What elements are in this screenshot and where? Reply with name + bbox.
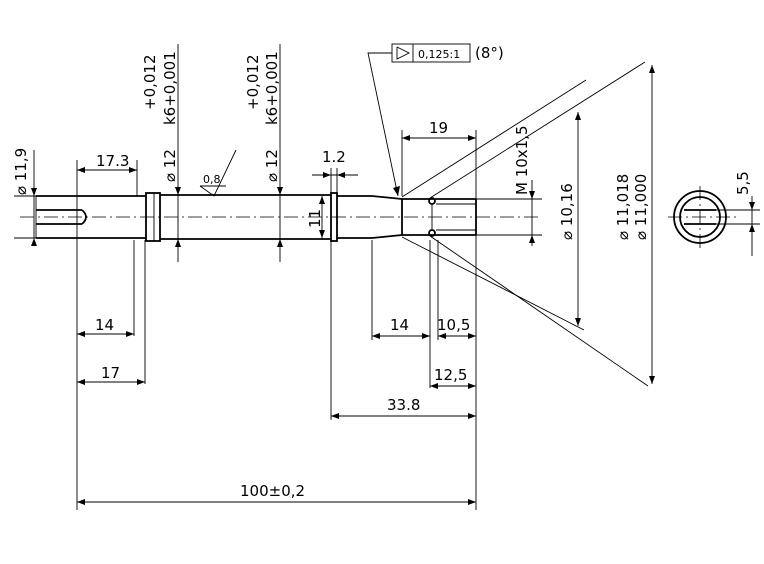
dim-33-8: 33.8	[387, 396, 420, 414]
taper-callout	[367, 43, 471, 197]
dim-17-3: 17.3	[96, 152, 129, 170]
dim-tol-b-upper: +0,012	[244, 54, 262, 110]
end-view	[668, 186, 760, 256]
dim-tol-a-dia: ⌀ 12	[161, 149, 179, 182]
dim-dia-upper: ⌀ 11,018	[614, 174, 632, 240]
dim-shaft-dia-left: ⌀ 11,9	[12, 148, 30, 195]
extension-lines	[14, 44, 649, 510]
dim-tol-a-fit: k6+0,001	[161, 51, 179, 125]
dim-dia-lower: ⌀ 11,000	[632, 174, 650, 240]
taper-ratio: 0,125:1	[418, 48, 460, 61]
dim-taper-length: 19	[429, 119, 448, 137]
shaft-outline	[20, 192, 540, 242]
dimension-lines	[31, 65, 655, 505]
dim-flat: 5,5	[734, 171, 752, 195]
dim-tol-a-upper: +0,012	[141, 54, 159, 110]
dim-total: 100±0,2	[240, 482, 305, 500]
roughness-symbol	[199, 149, 237, 197]
dim-tol-b-fit: k6+0,001	[263, 51, 281, 125]
dim-14-mid: 14	[390, 316, 409, 334]
roughness-value: 0,8	[203, 173, 221, 186]
dim-tol-b-dia: ⌀ 12	[263, 149, 281, 182]
dim-thread: M 10x1,5	[513, 125, 531, 195]
dim-10-5: 10,5	[437, 316, 470, 334]
dim-17: 17	[101, 364, 120, 382]
dim-12-5: 12,5	[434, 366, 467, 384]
dim-groove-width: 1.2	[322, 148, 346, 166]
dim-14-left: 14	[95, 316, 114, 334]
dim-dia-10-16: ⌀ 10,16	[558, 183, 576, 240]
taper-angle: (8°)	[475, 44, 504, 62]
dim-groove-dia: 11	[306, 209, 324, 228]
